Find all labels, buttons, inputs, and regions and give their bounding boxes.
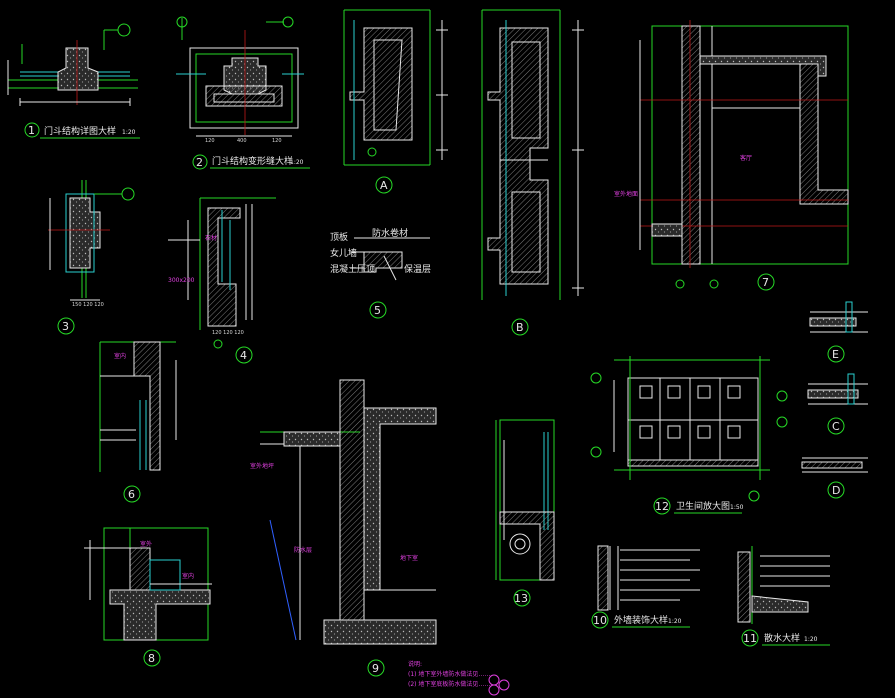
detail-10-scale: 1:20 bbox=[668, 618, 682, 625]
detail-1: 1 门斗结构详图大样 1:20 bbox=[7, 23, 140, 139]
detail-12: 12 卫生间放大图 1:50 bbox=[590, 356, 788, 515]
detail-5-number: 5 bbox=[374, 304, 381, 317]
svg-text:防水层: 防水层 bbox=[294, 546, 312, 554]
svg-text:石材: 石材 bbox=[205, 234, 217, 242]
detail-12-marker bbox=[653, 497, 671, 515]
detail-1-title: 门斗结构详图大样 bbox=[44, 125, 116, 137]
detail-4: 300x200 石材 120 120 120 4 bbox=[168, 197, 276, 364]
svg-text:室外地面: 室外地面 bbox=[614, 190, 638, 198]
svg-text:室外: 室外 bbox=[140, 540, 152, 548]
detail-12-number: 12 bbox=[655, 500, 669, 513]
detail-A-marker bbox=[375, 176, 393, 194]
detail-7: 客厅 室外地面 7 bbox=[614, 20, 849, 291]
detail-5-label-5: 保温层 bbox=[404, 263, 431, 275]
svg-text:120: 120 bbox=[205, 138, 215, 144]
detail-10-title: 外墙装饰大样 bbox=[614, 614, 668, 626]
detail-2-marker bbox=[192, 154, 208, 170]
detail-5-label-1: 顶板 bbox=[330, 231, 348, 243]
detail-1-number: 1 bbox=[28, 124, 35, 137]
svg-text:客厅: 客厅 bbox=[740, 154, 752, 162]
detail-3-marker bbox=[57, 317, 75, 335]
detail-C-number: C bbox=[832, 420, 840, 433]
magenta-symbol bbox=[488, 674, 510, 696]
detail-1-marker bbox=[24, 122, 40, 138]
detail-5-label-3: 混凝土压顶 bbox=[330, 263, 375, 275]
detail-11: 11 散水大样 1:20 bbox=[737, 546, 830, 647]
detail-1-scale: 1:20 bbox=[122, 129, 136, 136]
detail-9-marker bbox=[367, 659, 385, 677]
detail-9-number: 9 bbox=[372, 662, 379, 675]
detail-2: 120 400 120 2 门斗结构变形缝大样 1:20 bbox=[176, 16, 310, 170]
detail-B-number: B bbox=[516, 321, 524, 334]
detail-2-number: 2 bbox=[196, 156, 203, 169]
detail-A: A bbox=[343, 9, 448, 194]
detail-3: 150 120 120 3 bbox=[48, 180, 135, 335]
detail-13: 13 bbox=[495, 419, 555, 607]
detail-4-number: 4 bbox=[240, 349, 247, 362]
detail-13-marker bbox=[513, 589, 531, 607]
detail-2-title: 门斗结构变形缝大样 bbox=[212, 155, 293, 167]
detail-8-marker bbox=[143, 649, 161, 667]
detail-8: 室外 室内 8 bbox=[84, 527, 212, 667]
detail-11-title: 散水大样 bbox=[764, 632, 800, 644]
detail-7-number: 7 bbox=[762, 276, 769, 289]
detail-12-title: 卫生间放大图 bbox=[676, 500, 730, 512]
detail-9-note-2: (2) 地下室底板防水做法见…… bbox=[408, 680, 490, 688]
svg-text:地下室: 地下室 bbox=[400, 554, 418, 562]
detail-7-marker bbox=[757, 273, 775, 291]
detail-13-number: 13 bbox=[514, 592, 528, 605]
svg-text:室内: 室内 bbox=[182, 572, 194, 580]
detail-10-marker bbox=[591, 611, 609, 629]
svg-text:300x200: 300x200 bbox=[168, 277, 195, 284]
detail-D-number: D bbox=[832, 484, 840, 497]
detail-9-note-title: 说明: bbox=[408, 660, 422, 668]
detail-9: 地下室 室外地坪 防水层 9 说明: (1) 地下室外墙防水做法见…… (2) … bbox=[250, 379, 490, 688]
detail-9-note-1: (1) 地下室外墙防水做法见…… bbox=[408, 670, 490, 678]
detail-5-marker bbox=[369, 301, 387, 319]
detail-11-scale: 1:20 bbox=[804, 636, 818, 643]
svg-text:室外地坪: 室外地坪 bbox=[250, 462, 274, 470]
detail-D: D bbox=[801, 457, 868, 499]
svg-text:150 120 120: 150 120 120 bbox=[72, 302, 104, 308]
svg-text:120: 120 bbox=[272, 138, 282, 144]
detail-3-number: 3 bbox=[62, 320, 69, 333]
detail-5: 顶板 女儿墙 混凝土压顶 防水卷材 保温层 5 bbox=[330, 227, 431, 319]
detail-E: E bbox=[809, 301, 868, 363]
svg-text:室内: 室内 bbox=[114, 352, 126, 360]
detail-11-number: 11 bbox=[743, 632, 757, 645]
svg-text:400: 400 bbox=[237, 138, 247, 144]
detail-A-number: A bbox=[380, 179, 388, 192]
detail-8-number: 8 bbox=[148, 652, 155, 665]
detail-12-scale: 1:50 bbox=[730, 504, 744, 511]
detail-E-number: E bbox=[832, 348, 839, 361]
detail-B-marker bbox=[511, 318, 529, 336]
detail-2-scale: 1:20 bbox=[290, 159, 304, 166]
detail-5-label-2: 女儿墙 bbox=[330, 247, 357, 259]
detail-10: 10 外墙装饰大样 1:20 bbox=[591, 545, 700, 629]
detail-6-number: 6 bbox=[128, 488, 135, 501]
detail-6: 室内 6 bbox=[99, 341, 177, 503]
detail-5-label-4: 防水卷材 bbox=[372, 227, 408, 239]
detail-B: B bbox=[481, 9, 584, 336]
detail-10-number: 10 bbox=[593, 614, 607, 627]
detail-4-marker bbox=[235, 346, 253, 364]
detail-C: C bbox=[807, 373, 868, 435]
detail-11-marker bbox=[741, 629, 759, 647]
svg-text:120 120 120: 120 120 120 bbox=[212, 330, 244, 336]
detail-6-marker bbox=[123, 485, 141, 503]
